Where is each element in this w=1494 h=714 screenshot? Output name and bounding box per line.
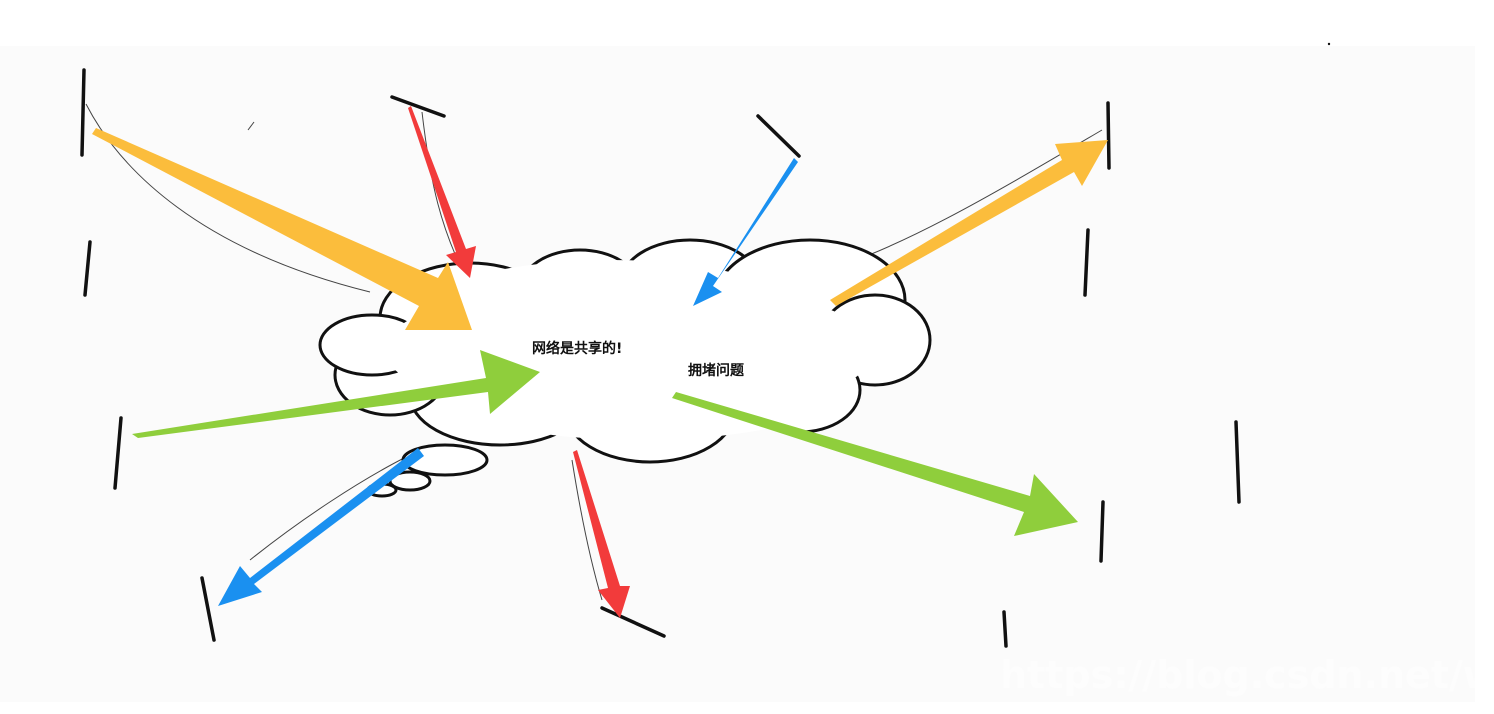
black-bar (600, 606, 666, 638)
black-bar (1002, 610, 1008, 648)
red-arrow-in (408, 106, 476, 278)
pencil-stroke (571, 459, 603, 601)
black-bars (80, 68, 1241, 648)
black-bar (113, 416, 123, 490)
black-bar (1083, 228, 1090, 297)
black-bar (80, 68, 86, 157)
network-shared-label: 网络是共享的! (532, 340, 622, 357)
black-bar (83, 240, 92, 297)
pencil-stroke (247, 121, 255, 131)
watermark-text: https://blog.csdn.net/weixin_45614563458 (1000, 653, 1494, 697)
black-bar (1099, 500, 1105, 563)
black-bar (1234, 420, 1241, 504)
red-arrow-out (573, 450, 630, 618)
arrows (92, 106, 1108, 618)
stray-dot (1327, 42, 1331, 46)
black-bar (756, 114, 801, 158)
green-arrow-in (132, 350, 540, 438)
green-arrow-out (672, 392, 1078, 536)
congestion-label: 拥堵问题 (688, 362, 745, 379)
black-bar (200, 576, 216, 642)
pencil-stroke (249, 454, 411, 561)
thought-bubbles (366, 443, 489, 498)
black-bar (1106, 101, 1111, 170)
blue-arrow-out (218, 448, 424, 606)
black-bar (390, 95, 446, 118)
orange-arrow-out (830, 140, 1108, 306)
blue-arrow-in (693, 158, 798, 306)
orange-arrow-in (92, 128, 472, 330)
